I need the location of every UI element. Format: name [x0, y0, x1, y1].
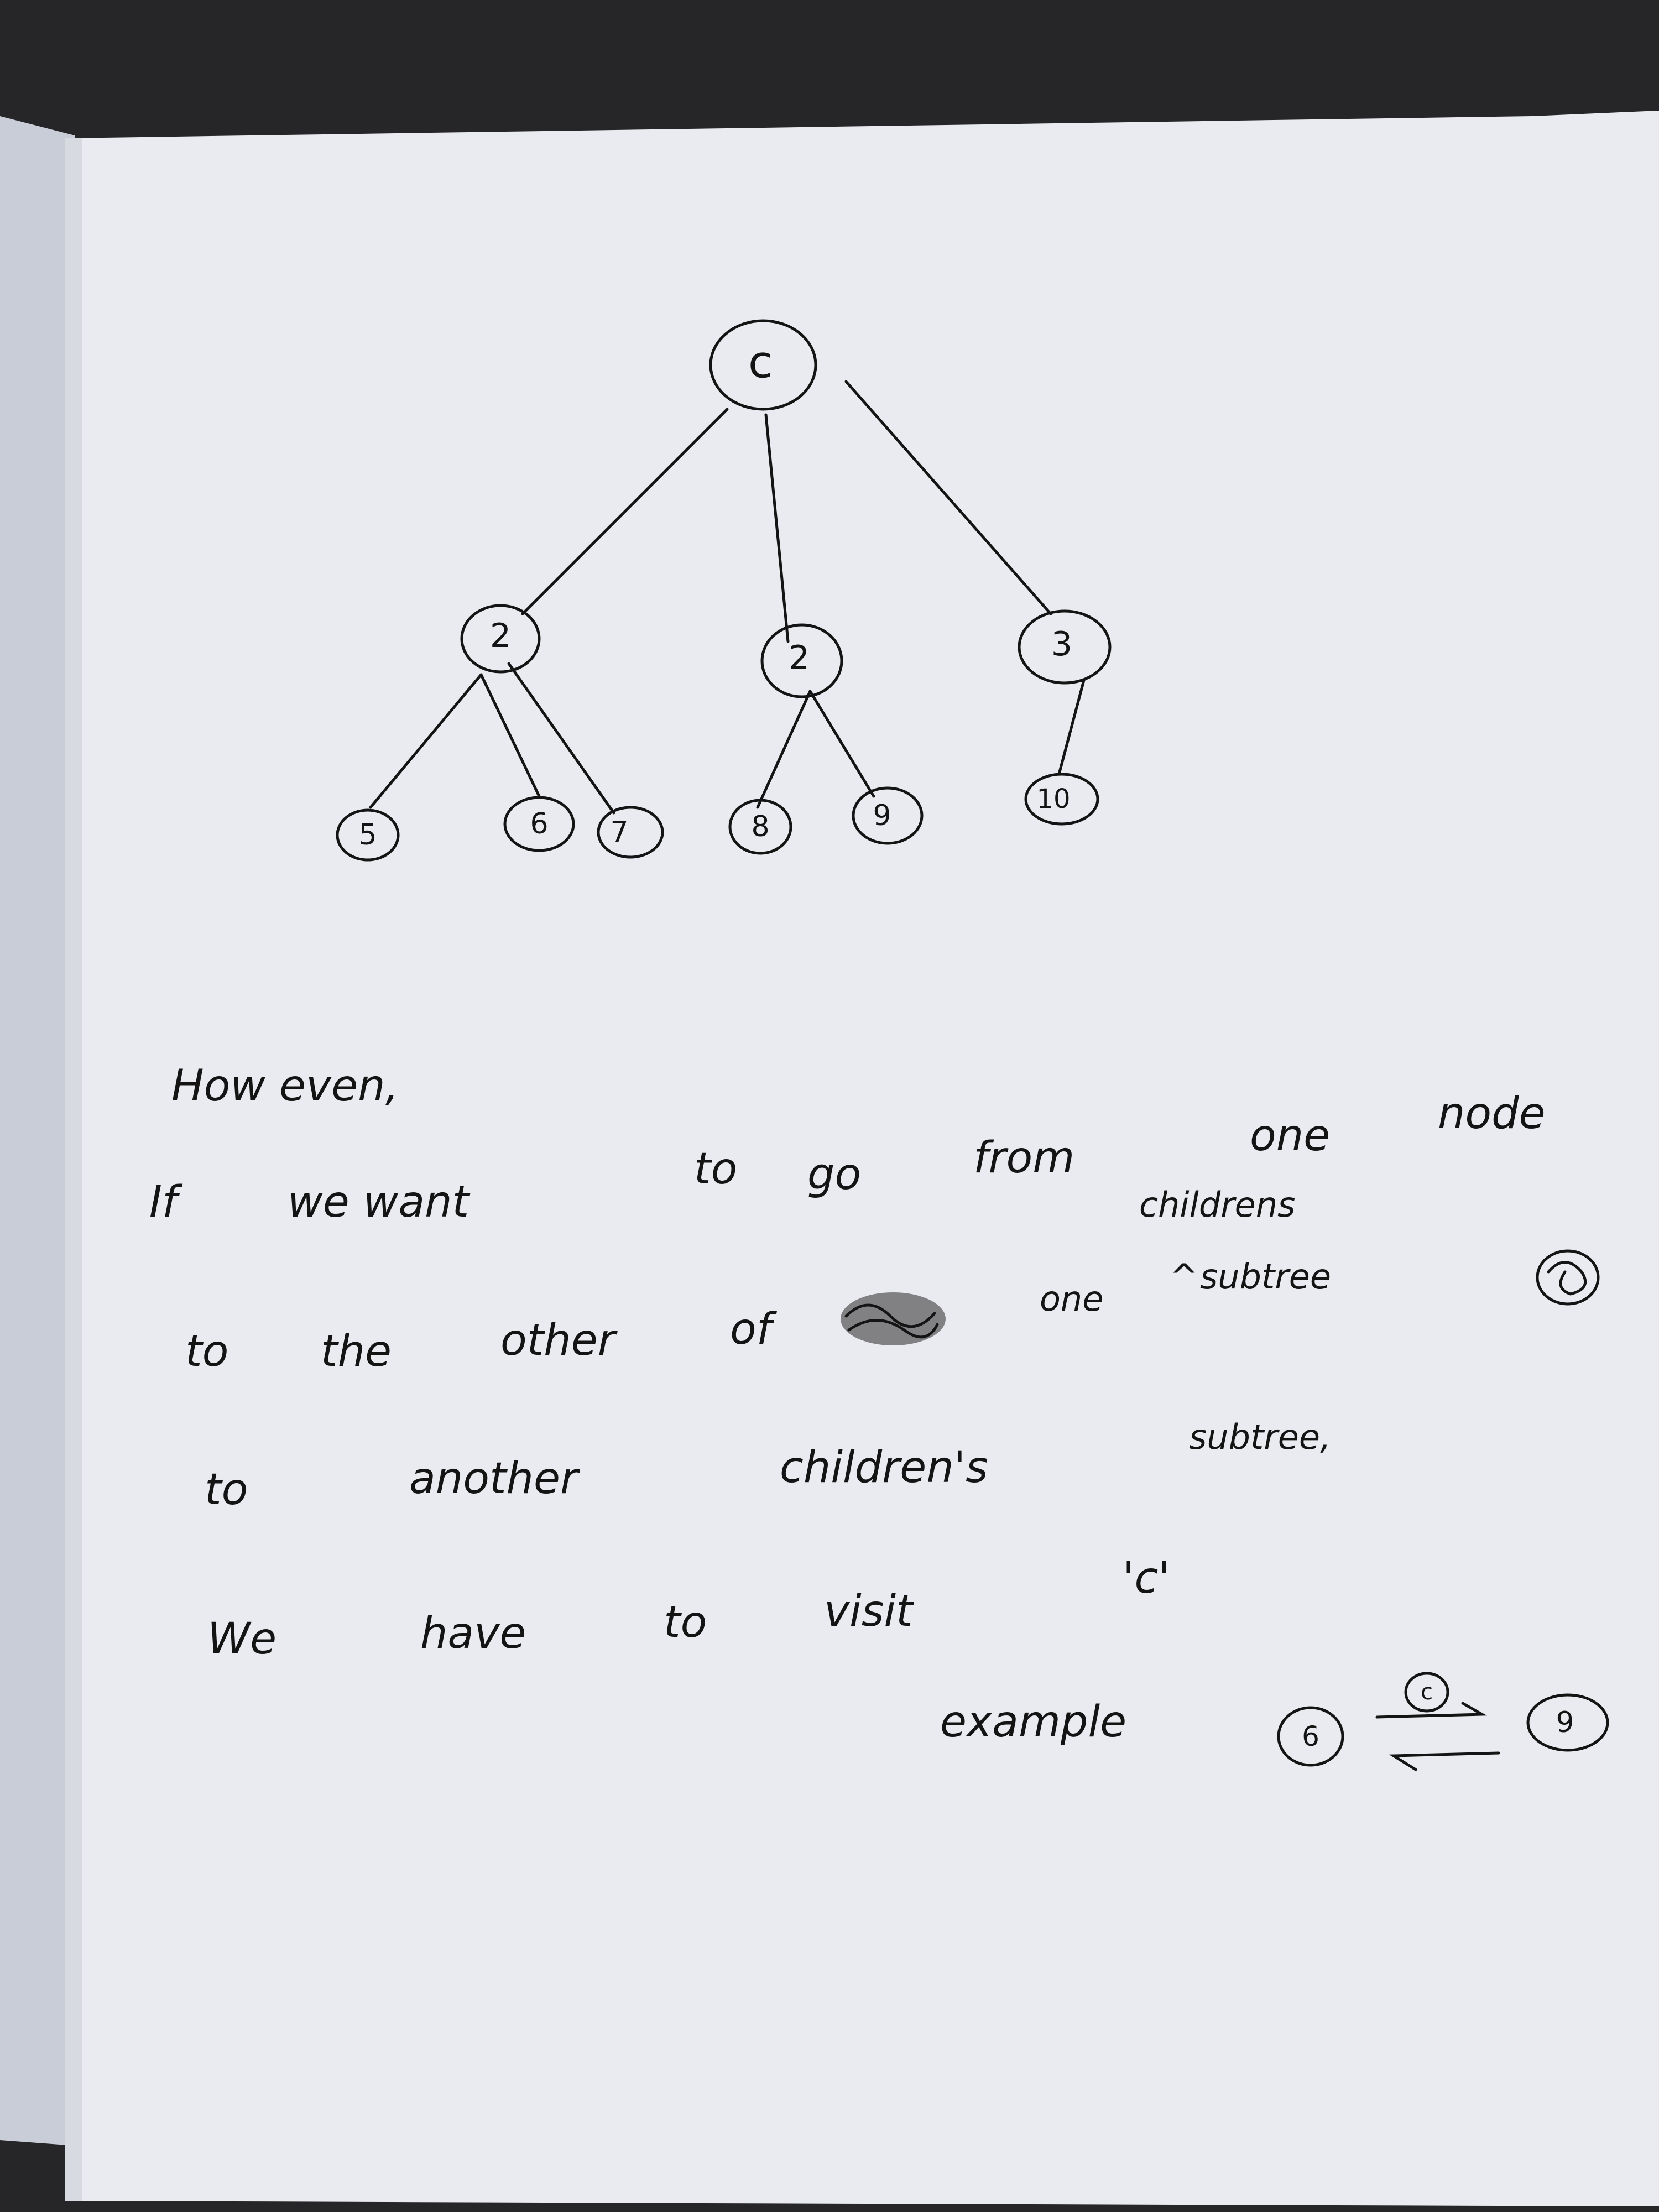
note-line3-word-3: other [500, 1316, 618, 1365]
note-line5-word-4: visit [824, 1587, 914, 1636]
note-line5-word-2: have [420, 1609, 526, 1658]
example-label: example [940, 1697, 1126, 1747]
tree-node-level1-a: 2 [460, 604, 541, 674]
note-line4-word-3: children's [780, 1443, 988, 1493]
tree-node-level1-a-label: 2 [490, 617, 511, 655]
note-line2-word-7: node [1438, 1089, 1546, 1139]
note-line4-word-2: another [409, 1454, 581, 1504]
note-line2-word-2: we want [288, 1177, 471, 1227]
tree-node-leaf-7-label: 7 [610, 816, 628, 849]
note-line3-word-6: subtree [1200, 1256, 1331, 1297]
tree-node-level1-b: 2 [760, 623, 843, 698]
tree-node-leaf-8-label: 8 [751, 810, 769, 843]
tree-node-leaf-10-label: 10 [1036, 784, 1070, 815]
note-line5-word-1: We [207, 1614, 276, 1664]
page-spine-shadow [65, 138, 82, 2201]
tree-node-level1-c-label: 3 [1051, 625, 1072, 664]
notebook-page [66, 111, 1659, 2206]
tree-node-leaf-5-label: 5 [358, 818, 377, 852]
tree-node-level1-c: 3 [1018, 609, 1112, 685]
example-node-to: 9 [1526, 1693, 1609, 1752]
note-line2-word-5: from [973, 1133, 1074, 1183]
tree-node-leaf-10: 10 [1024, 773, 1099, 826]
caret-mark: ^ [1170, 1256, 1198, 1297]
example-node-to-label: 9 [1556, 1706, 1574, 1739]
tree-node-level1-b-label: 2 [789, 639, 810, 677]
note-line3-word-5: one [1040, 1279, 1103, 1319]
example-arrow-left [1389, 1751, 1500, 1771]
example-node-from: 6 [1277, 1706, 1344, 1767]
tree-node-root-label: c [748, 337, 773, 388]
note-line-1: How even, [171, 1061, 399, 1111]
note-line3-word-2: the [321, 1327, 392, 1376]
example-arrow-right [1375, 1702, 1488, 1719]
scribbled-out-mark [1536, 1249, 1600, 1306]
note-line3-word-1: to [185, 1327, 228, 1376]
example-node-via: c [1404, 1672, 1449, 1713]
note-line2-word-3: to [694, 1144, 737, 1194]
tree-node-leaf-9-label: 9 [873, 799, 891, 832]
note-line2-insert: childrens [1139, 1185, 1295, 1225]
example-node-from-label: 6 [1302, 1720, 1319, 1752]
example-node-via-label: c [1421, 1679, 1433, 1705]
note-line5-word-5: 'c' [1123, 1553, 1170, 1603]
tree-edges [369, 380, 1086, 815]
scribbled-out-fill [1547, 1261, 1587, 1296]
scribble-marks [844, 1303, 939, 1339]
tree-node-leaf-6-label: 6 [530, 807, 548, 841]
note-line3-word-4: of [730, 1305, 778, 1354]
note-line2-word-6: one [1250, 1111, 1330, 1161]
note-line2-word-4: go [807, 1150, 861, 1199]
tree-node-root: c [709, 319, 817, 411]
note-line5-word-3: to [664, 1598, 707, 1647]
handwritten-note: How even, If we want to go from one node… [149, 1061, 1609, 1771]
tree-node-leaf-7: 7 [597, 806, 664, 859]
note-line4-word-4: subtree, [1189, 1417, 1331, 1457]
underlying-page [0, 116, 75, 2146]
tree-node-leaf-5: 5 [336, 808, 400, 862]
tree-node-leaf-8: 8 [728, 799, 792, 855]
tree-node-leaf-6: 6 [503, 796, 575, 852]
note-line4-word-1: to [205, 1465, 248, 1515]
tree-node-leaf-9: 9 [852, 786, 924, 845]
